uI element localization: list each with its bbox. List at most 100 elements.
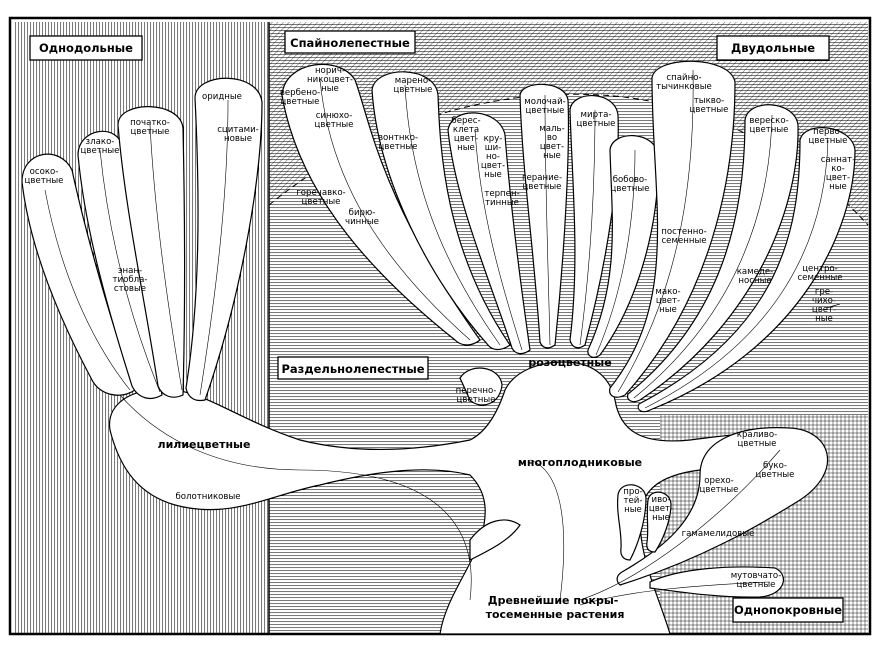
tubiflorae-label-line: ные xyxy=(321,84,339,94)
pointer-arrow xyxy=(825,303,841,309)
rhoeadales-label-line: цвет- xyxy=(656,296,680,306)
juglandales-label-line: цветные xyxy=(700,485,739,495)
malvales-label-line: ные xyxy=(543,151,561,161)
primulales2-label-line: цветные xyxy=(809,136,848,146)
enantioblastae-label: энан-тиобла-стовые xyxy=(112,266,147,294)
myrtiflorae-label-line: мирта- xyxy=(581,110,612,120)
sarraceniales-label: саннат-ко-цвет-ные xyxy=(821,155,856,192)
juglandales-label-line: орехо- xyxy=(704,476,733,486)
region-headers: Однодольные Спайнолепестные Двудольные Р… xyxy=(29,30,844,623)
ericales-label-line: вереско- xyxy=(749,116,788,126)
rubiales-label: марено-цветные xyxy=(394,76,433,95)
gentianales-label: горечавко-цветные xyxy=(296,188,345,207)
sarraceniales-label-line: саннат- xyxy=(821,155,856,165)
glumiflorae-label-line: цветные xyxy=(81,146,120,156)
verbenales-label-line: вербено- xyxy=(280,88,320,98)
geraniales-label-line: гераниe- xyxy=(522,173,562,183)
centrospermae-label-line: центро- xyxy=(802,264,838,274)
cucurbitales-label-line: тыкво- xyxy=(694,96,724,106)
celastrales-label-line: цвет- xyxy=(454,134,478,144)
scitamineae-label-line: новые xyxy=(224,134,252,144)
rosiflorae-label: розоцветные xyxy=(528,356,611,369)
sarraceniales-label-line: ные xyxy=(829,182,847,192)
gentianales-label-line: цветные xyxy=(302,197,341,207)
tricoccae-label: молочай-цветные xyxy=(524,97,566,116)
parietales-label-line: семенные xyxy=(661,236,706,246)
monocots-title: Однодольные xyxy=(39,41,133,55)
cucurbitales-label-line: цветные xyxy=(690,105,729,115)
polycarpicae-label: многоплодниковые xyxy=(518,456,642,469)
primulales-label-line: чинные xyxy=(345,217,379,227)
parietales-label: постенно-семенные xyxy=(661,227,707,246)
cyperales-label: осоко-цветные xyxy=(25,167,64,186)
terebinthales-label-line: терпен- xyxy=(484,189,519,199)
spadiciflorae-label-line: початко- xyxy=(130,118,170,128)
piperales-label-line: перечно- xyxy=(456,386,497,396)
celastrales-label-line: ные xyxy=(457,143,475,153)
tubiflorae-label-line: никоцвет- xyxy=(307,75,353,85)
polygonales-label-line: ные xyxy=(815,314,833,324)
celastrales-label-line: клета xyxy=(453,125,479,135)
salicales-label-line: цвет- xyxy=(649,504,673,514)
myrtiflorae-label-line: цветные xyxy=(577,119,616,129)
rhoeadales-label: мако-цвет-ные xyxy=(655,287,680,315)
scitamineae-label-line: сцитами- xyxy=(217,125,259,135)
orchidales-label: оридные xyxy=(202,92,242,102)
sarraceniales-label-line: цвет- xyxy=(826,173,850,183)
tree-body xyxy=(108,361,772,635)
monochlamydeae-title: Однопокровные xyxy=(734,603,842,617)
polygonales-label-line: цвет- xyxy=(812,305,836,315)
tricoccae-label-line: молочай- xyxy=(524,97,566,107)
terebinthales-label-line: тинные xyxy=(485,198,519,208)
casuarinales-label-line: цветные xyxy=(737,580,776,590)
contortae-label: вонтнко-цветные xyxy=(378,133,418,152)
spadiciflorae-label-line: цветные xyxy=(131,127,170,137)
rhoeadales-label-line: ные xyxy=(659,305,677,315)
tubiflorae-label: норич-никоцвет-ные xyxy=(307,66,353,94)
rubiales-label-line: марено- xyxy=(395,76,431,86)
polygonales-label-line: чихо- xyxy=(812,296,836,306)
leguminosae-label-line: бобово- xyxy=(613,175,648,185)
verbenales-label: вербено-цветные xyxy=(280,88,320,107)
rhoeadales-label-line: мако- xyxy=(655,287,680,297)
casuarinales-label-line: мутовчато- xyxy=(731,571,782,581)
parietales-label-line: постенно- xyxy=(661,227,707,237)
cucurbitales-label: тыкво-цветные xyxy=(690,96,729,115)
succulents-label-line: камеде- xyxy=(737,267,774,277)
salicales-label-line: иво- xyxy=(651,495,670,505)
primulales2-label-line: перво- xyxy=(813,127,843,137)
synanthereae-label-line: цветные xyxy=(315,120,354,130)
leguminosae-label-line: цветные xyxy=(611,184,650,194)
geraniales-label-line: цветные xyxy=(523,182,562,192)
frangulales-label-line: ши- xyxy=(485,143,502,153)
centrospermae-label-line: семенные xyxy=(797,273,842,283)
piperales-label-line: цветные xyxy=(457,395,496,405)
polygonales-label: гре-чихо-цвет-ные xyxy=(812,287,836,324)
malvales-label-line: во xyxy=(547,133,557,143)
terebinthales-label: терпен-тинные xyxy=(484,189,519,208)
sympetalae-title: Спайнолепестные xyxy=(290,36,410,50)
synanthereae-label-line: синюхо- xyxy=(316,111,353,121)
casuarinales-label: мутовчато-цветные xyxy=(731,571,782,590)
order-labels: осоко-цветныезлако-цветныепочатко-цветны… xyxy=(25,66,856,590)
malvales-label-line: цвет- xyxy=(540,142,564,152)
fagales-label-line: цветные xyxy=(756,470,795,480)
choripetalae-title: Раздельнолепестные xyxy=(281,362,424,376)
geraniales-label: гераниe-цветные xyxy=(522,173,562,192)
helobiae-label: болотниковые xyxy=(175,492,240,502)
hamamelidae-label: гамамелидовые xyxy=(682,529,755,539)
orchidales-label-line: оридные xyxy=(202,92,242,102)
columniferae-label-line: спайно- xyxy=(666,73,701,83)
verbenales-label-line: цветные xyxy=(281,97,320,107)
frangulales-label-line: ные xyxy=(484,170,502,180)
spadiciflorae-label: початко-цветные xyxy=(130,118,170,137)
orchidales-lobe xyxy=(185,77,263,402)
juglandales-label: орехо-цветные xyxy=(700,476,739,495)
scitamineae-label: сцитами-новые xyxy=(217,125,259,144)
sarraceniales-label-line: ко- xyxy=(831,164,845,174)
succulents-label: камеде-носные xyxy=(737,267,774,286)
frangulales-label: кру-ши-но-цвет-ные xyxy=(481,134,505,180)
proteales-label-line: тей- xyxy=(624,496,643,506)
salicales-label-line: ные xyxy=(652,513,670,523)
